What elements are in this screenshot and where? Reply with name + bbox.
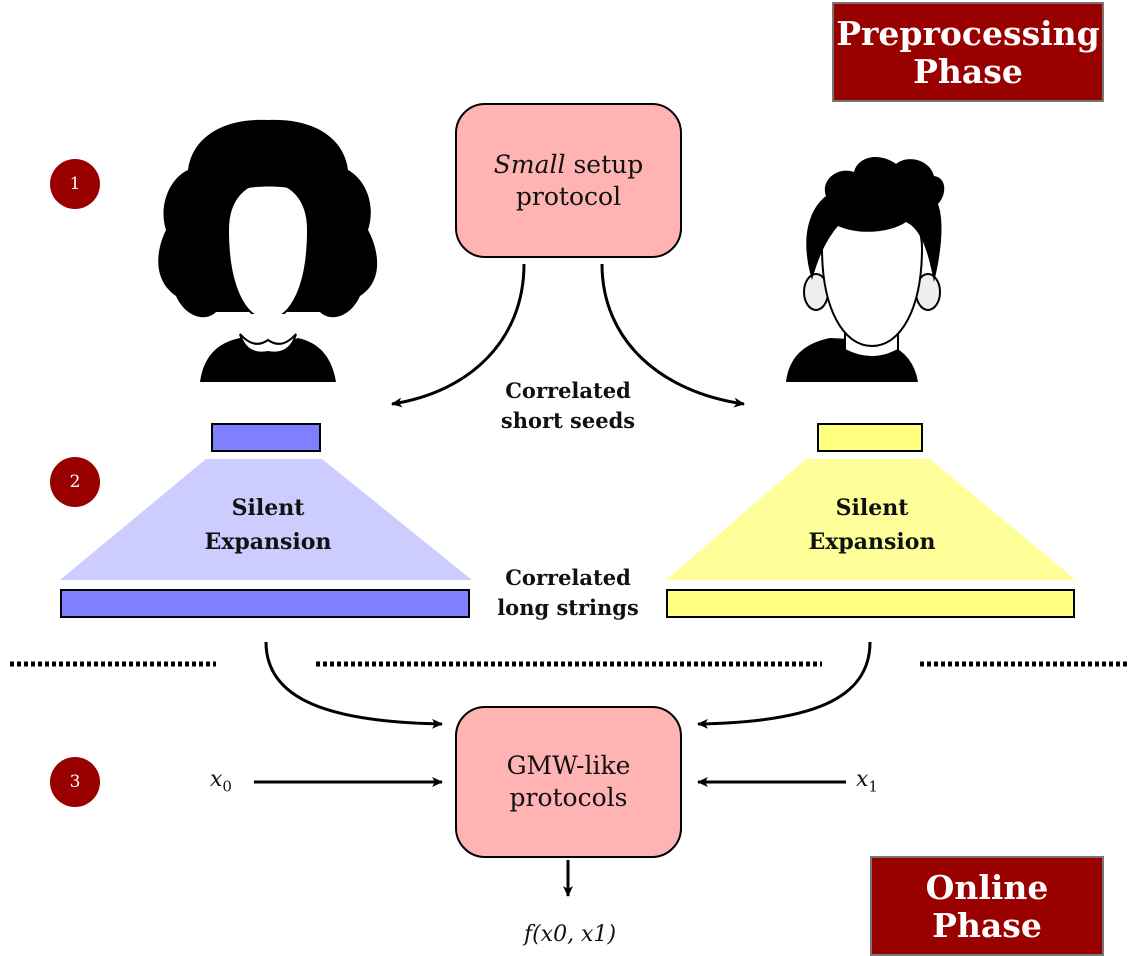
arrow-right-string-to-gmw: [697, 641, 872, 729]
setup-protocol-emph: Small: [493, 149, 566, 179]
setup-protocol-line2: protocol: [515, 181, 622, 211]
input-x0-var: x: [210, 767, 223, 792]
left-expansion-line1: Silent: [231, 495, 305, 521]
blue-long-string-bar: [60, 589, 470, 618]
long-strings-line1: Correlated: [505, 565, 631, 590]
left-expansion-label: Silent Expansion: [190, 491, 346, 559]
step-2-marker: 2: [50, 457, 100, 507]
setup-protocol-box: Small setup protocol: [455, 103, 682, 258]
input-x1: x1: [856, 767, 878, 795]
gmw-protocols-line2: protocols: [509, 783, 628, 812]
right-expansion-line2: Expansion: [808, 529, 936, 555]
arrow-setup-to-right: [600, 263, 745, 408]
input-x0-sub: 0: [222, 777, 232, 796]
step-3-marker: 3: [50, 757, 100, 807]
short-seeds-line2: short seeds: [500, 408, 636, 433]
preprocessing-phase-line2: Phase: [913, 52, 1023, 91]
yellow-long-string-bar: [666, 589, 1075, 618]
gmw-protocols-line1: GMW-like: [506, 751, 631, 780]
blue-expansion-shape: [60, 459, 472, 580]
short-seeds-label: Correlated short seeds: [470, 376, 666, 436]
long-strings-label: Correlated long strings: [470, 563, 666, 623]
blue-seed-bar: [211, 423, 321, 452]
arrow-left-string-to-gmw: [264, 641, 443, 729]
setup-protocol-line1: Small setup: [494, 149, 643, 181]
step-1-marker: 1: [50, 159, 100, 209]
yellow-seed-bar: [817, 423, 923, 452]
gmw-protocols-box: GMW-like protocols: [455, 706, 682, 858]
preprocessing-phase-line1: Preprocessing: [836, 14, 1100, 53]
right-expansion-label: Silent Expansion: [794, 491, 950, 559]
input-x1-sub: 1: [868, 777, 878, 796]
online-phase-line2: Phase: [932, 906, 1042, 945]
preprocessing-phase-badge: Preprocessing Phase: [832, 2, 1104, 102]
yellow-expansion-shape: [666, 459, 1076, 580]
output-function: f(x0, x1): [505, 922, 635, 947]
input-x1-var: x: [856, 767, 869, 792]
output-function-text: f(x0, x1): [523, 922, 617, 947]
left-expansion-line2: Expansion: [204, 529, 332, 555]
setup-protocol-rest: setup: [565, 149, 644, 179]
online-phase-line1: Online: [925, 868, 1049, 907]
short-seeds-line1: Correlated: [505, 378, 631, 403]
female-avatar-icon: [158, 119, 378, 382]
input-x0: x0: [210, 767, 232, 795]
arrow-setup-to-left: [391, 263, 526, 408]
right-expansion-line1: Silent: [835, 495, 909, 521]
online-phase-badge: Online Phase: [870, 856, 1104, 956]
male-avatar-icon: [786, 157, 945, 382]
long-strings-line2: long strings: [497, 595, 639, 620]
